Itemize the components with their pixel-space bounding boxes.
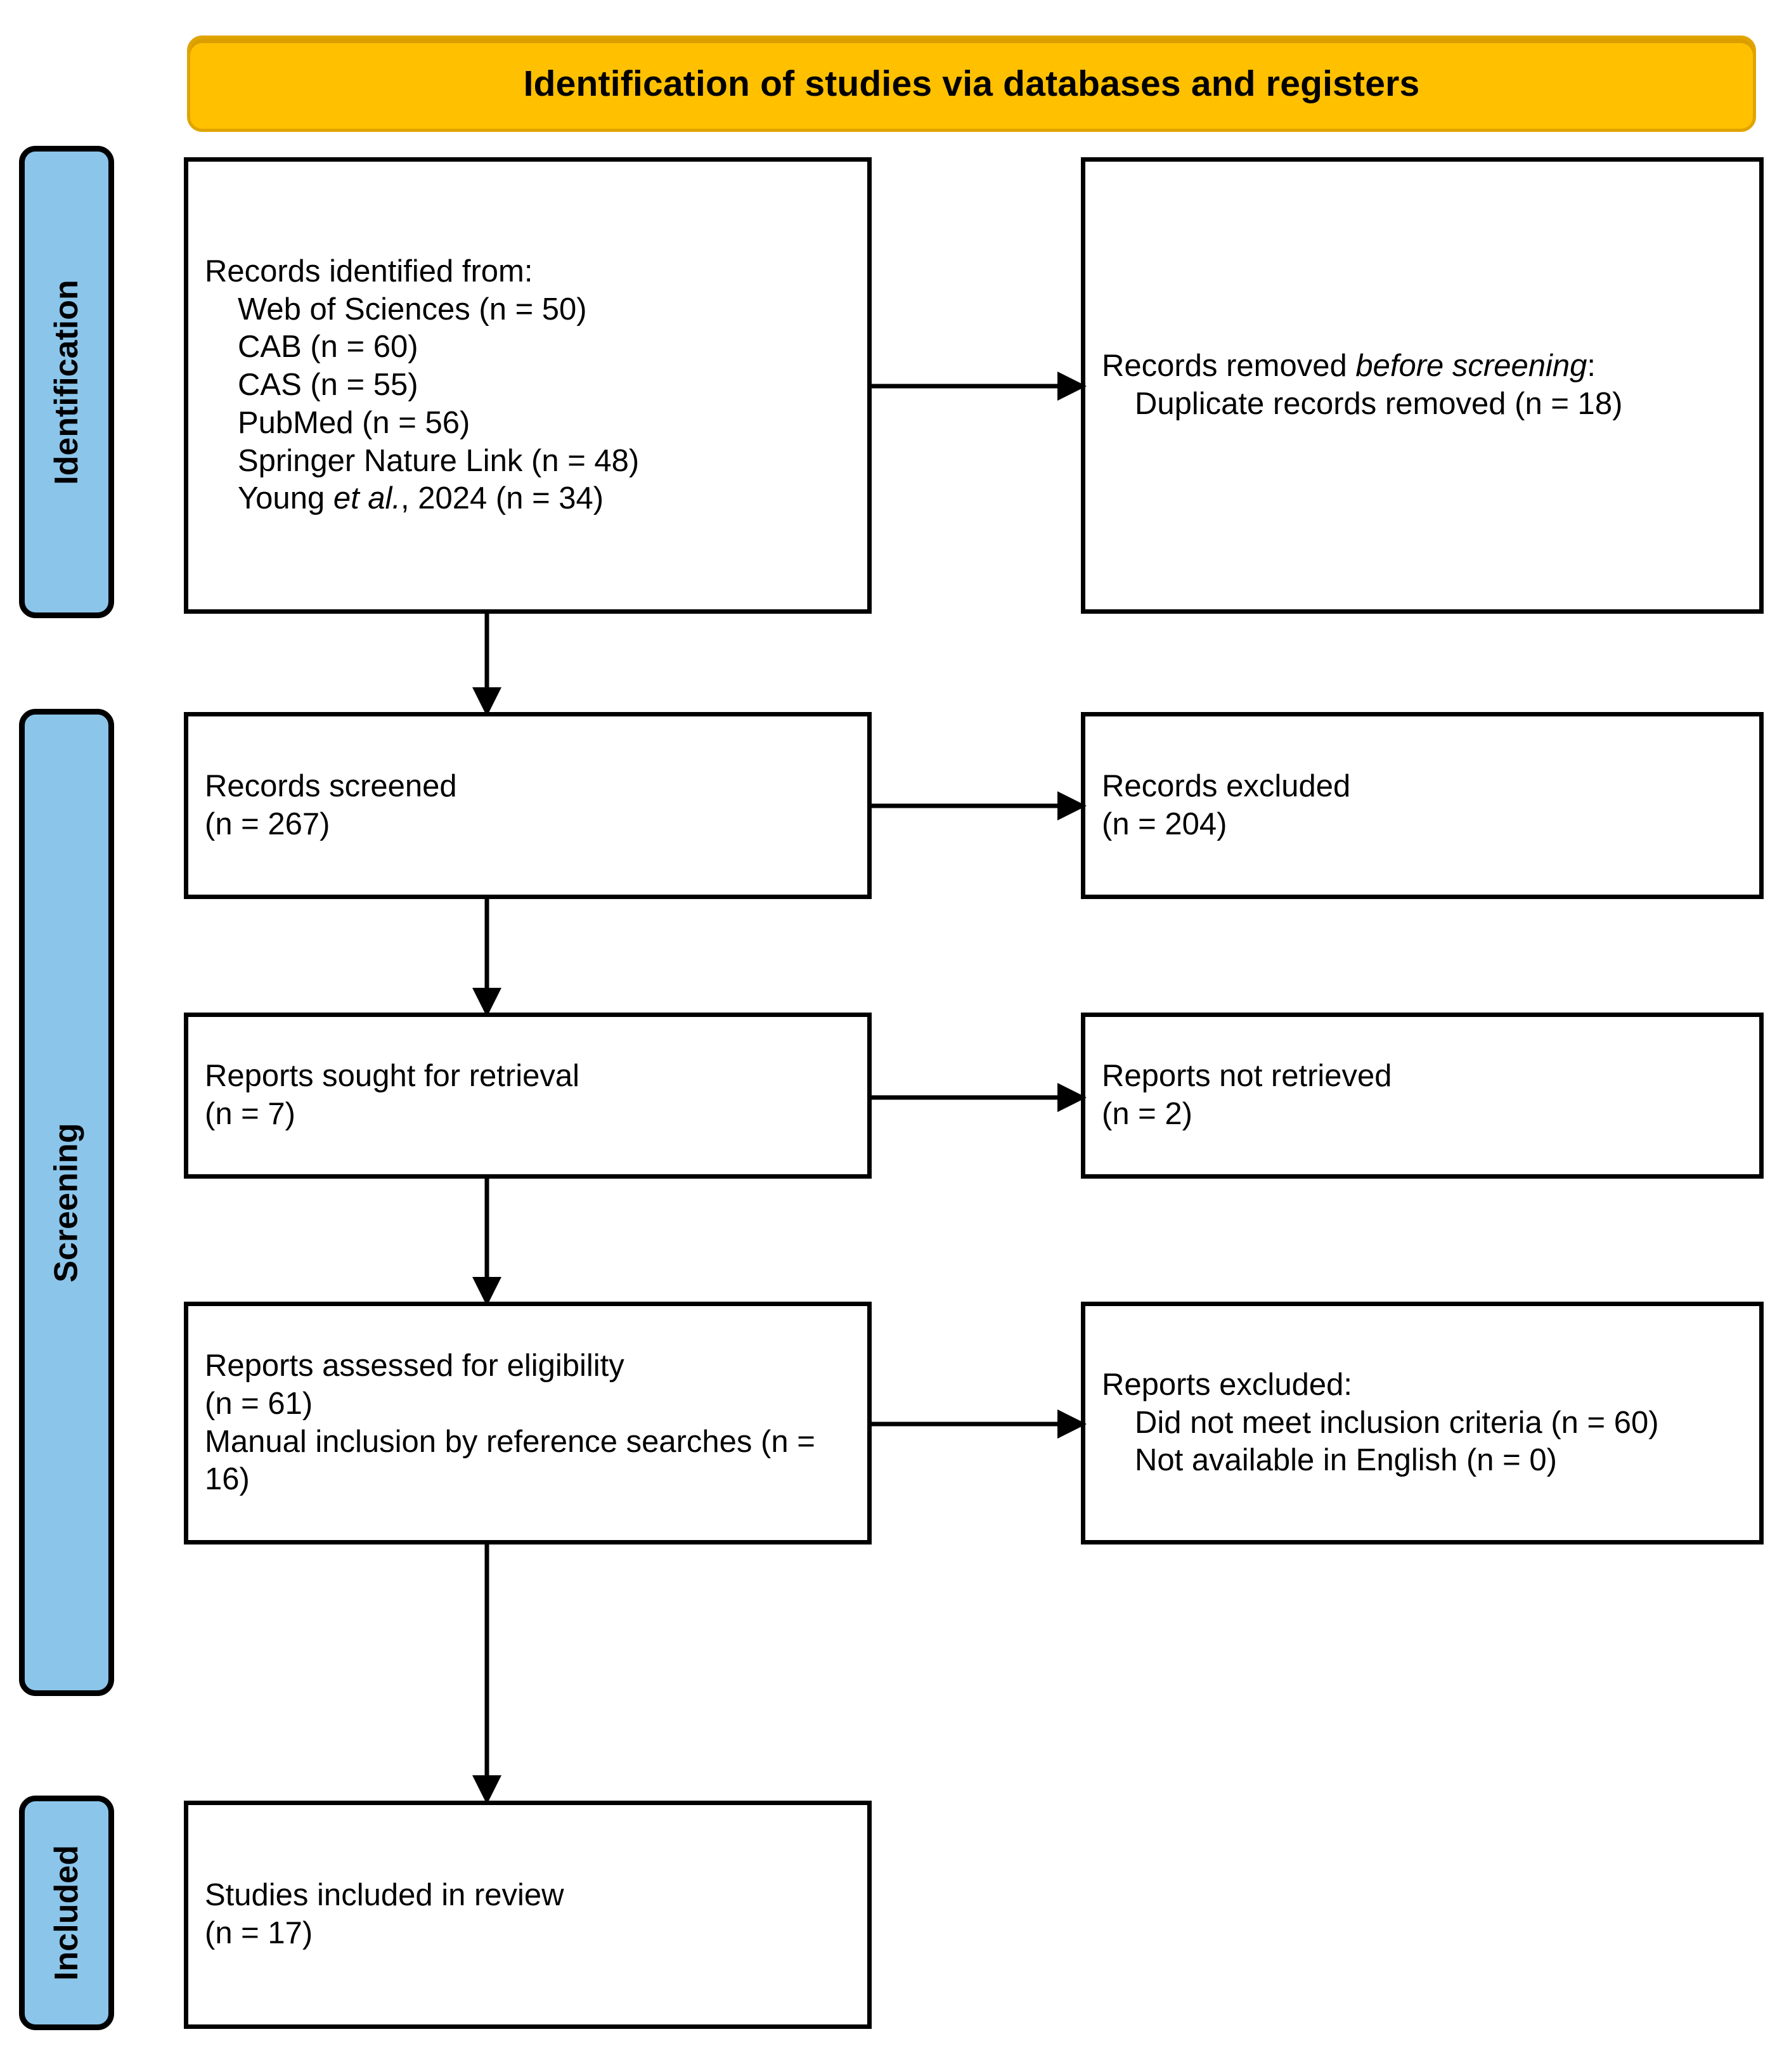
phase-banner-identification: Identification of studies via databases … (187, 36, 1756, 132)
records-identified-source-1: Web of Sciences (n = 50) (238, 292, 587, 327)
records-identified-source-4: PubMed (n = 56) (238, 405, 470, 440)
records-identified-title: Records identified from: (205, 254, 533, 288)
stage-chip-included: Included (19, 1796, 114, 2030)
reports-eligibility-label: Reports assessed for eligibility (205, 1348, 624, 1383)
manual-inclusion-line: Manual inclusion by reference searches (… (205, 1424, 824, 1497)
records-identified-source-3: CAS (n = 55) (238, 368, 418, 403)
box-reports-not-retrieved: Reports not retrieved (n = 2) (1081, 1013, 1764, 1179)
stage-chip-screening: Screening (19, 709, 114, 1696)
et-al-italic: et al. (333, 481, 401, 516)
arrow-identified-to-removed (867, 366, 1087, 406)
phase-banner-label: Identification of studies via databases … (523, 63, 1420, 104)
box-reports-sought-for-retrieval: Reports sought for retrieval (n = 7) (184, 1013, 872, 1179)
box-records-screened: Records screened (n = 267) (184, 712, 872, 899)
reports-not-retrieved-count: (n = 2) (1102, 1097, 1192, 1131)
records-excluded-count: (n = 204) (1102, 806, 1227, 841)
arrow-eligibility-to-excluded (867, 1404, 1087, 1444)
box-reports-excluded: Reports excluded: Did not meet inclusion… (1081, 1302, 1764, 1544)
records-removed-title: Records removed before screening: (1102, 349, 1596, 384)
records-screened-count: (n = 267) (205, 806, 330, 841)
box-studies-included-in-review: Studies included in review (n = 17) (184, 1801, 872, 2029)
reports-eligibility-count: (n = 61) (205, 1386, 313, 1421)
arrow-screened-to-excluded (867, 786, 1087, 826)
arrow-eligibility-to-included (467, 1541, 507, 1804)
records-excluded-label: Records excluded (1102, 768, 1351, 803)
reports-sought-label: Reports sought for retrieval (205, 1059, 579, 1094)
reports-not-retrieved-label: Reports not retrieved (1102, 1059, 1392, 1094)
arrow-screened-to-sought (467, 895, 507, 1017)
stage-chip-screening-label: Screening (48, 1122, 86, 1283)
stage-chip-identification-label: Identification (48, 279, 85, 485)
records-removed-item-1: Duplicate records removed (n = 18) (1135, 387, 1623, 421)
records-screened-label: Records screened (205, 768, 457, 803)
box-reports-assessed-for-eligibility: Reports assessed for eligibility (n = 61… (184, 1302, 872, 1544)
studies-included-label: Studies included in review (205, 1878, 564, 1913)
records-identified-source-6: Young et al., 2024 (n = 34) (238, 481, 604, 516)
before-screening-italic: before screening (1355, 349, 1587, 384)
stage-chip-included-label: Included (48, 1845, 86, 1981)
box-records-excluded: Records excluded (n = 204) (1081, 712, 1764, 899)
reports-excluded-item-1: Did not meet inclusion criteria (n = 60) (1135, 1405, 1659, 1440)
reports-sought-count: (n = 7) (205, 1097, 295, 1131)
records-identified-source-5: Springer Nature Link (n = 48) (238, 443, 640, 478)
arrow-identified-to-screened (467, 610, 507, 716)
reports-excluded-item-2: Not available in English (n = 0) (1135, 1443, 1557, 1478)
studies-included-count: (n = 17) (205, 1916, 313, 1950)
box-records-identified: Records identified from: Web of Sciences… (184, 157, 872, 614)
arrow-sought-to-not-retrieved (867, 1078, 1087, 1117)
records-identified-source-2: CAB (n = 60) (238, 330, 418, 365)
arrow-sought-to-eligibility (467, 1175, 507, 1306)
box-records-removed-before-screening: Records removed before screening: Duplic… (1081, 157, 1764, 614)
reports-excluded-title: Reports excluded: (1102, 1367, 1352, 1402)
stage-chip-identification: Identification (19, 146, 114, 618)
